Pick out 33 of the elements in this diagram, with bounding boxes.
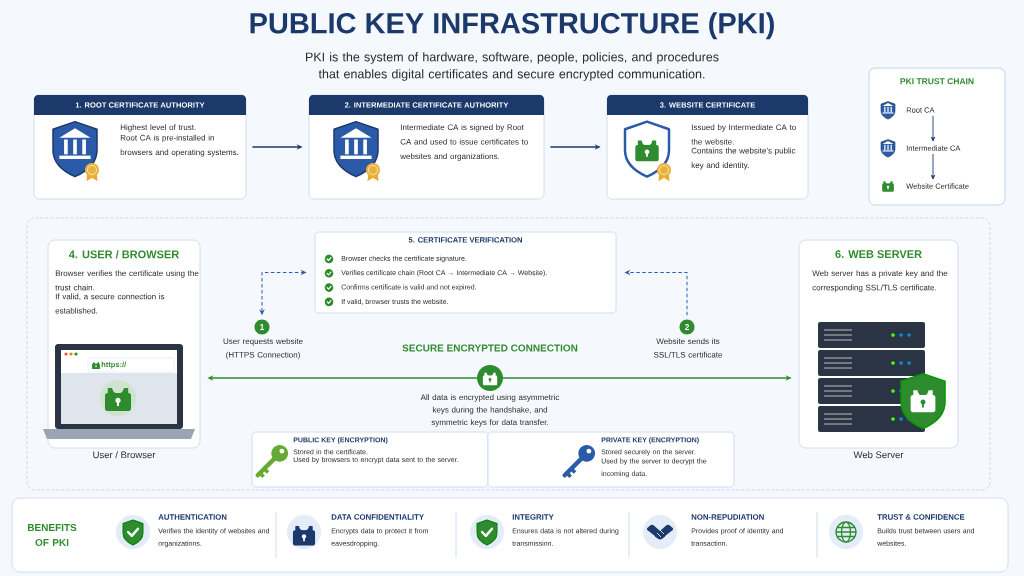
step-caption: User requests website (HTTPS Connection) <box>223 338 303 360</box>
card-text: Highest level of trust. <box>120 124 196 132</box>
title: PUBLIC KEY INFRASTRUCTURE (PKI) <box>250 12 774 40</box>
key-box <box>487 431 735 488</box>
device-caption: Web Server <box>853 451 904 459</box>
benefits-bar <box>11 497 1009 573</box>
bar-heading: BENEFITS OF PKI <box>27 523 77 547</box>
card-text: Intermediate CA is signed by Root CA and used to issue certificates to websites and organizations. <box>400 124 528 161</box>
trust-chain-panel <box>868 67 1006 206</box>
arrow <box>930 115 936 142</box>
verification-box <box>314 231 617 314</box>
card-text: Issued by Intermediate CA to the website. <box>691 124 796 145</box>
arrow <box>259 270 306 315</box>
edge-label: SECURE ENCRYPTED CONNECTION <box>400 342 580 354</box>
card-heading: 6. WEB SERVER <box>835 250 922 258</box>
note-text: All data is encrypted using asymmetric keys during the handshake, and symmetric keys for data transfer. <box>420 394 560 427</box>
card-text: Root CA is pre-installed in browsers and operating systems. <box>120 134 239 157</box>
certificate-card <box>33 94 247 200</box>
card-text: Web server has a private key and the corresponding SSL/TLS certificate. <box>812 270 948 292</box>
certificate-card <box>308 94 545 200</box>
panel-heading: PKI TRUST CHAIN <box>900 78 974 85</box>
card-text: Browser verifies the certificate using the trust chain. <box>55 270 199 291</box>
card-text: Contains the website’s public key and identity. <box>691 147 796 170</box>
card-heading: 4. USER / BROWSER <box>68 250 179 259</box>
arrow <box>625 270 688 316</box>
step-badge: 2 <box>679 319 695 335</box>
subtitle: PKI is the system of hardware, software, people, policies, and procedures that enables digital certificates and secure encrypted communication. <box>306 52 719 81</box>
step-badge: 1 <box>254 319 270 335</box>
key-box <box>251 431 489 488</box>
card-text: If valid, a secure connection is established. <box>55 293 165 314</box>
arrow <box>930 153 936 180</box>
step-caption: Website sends its SSL/TLS certificate <box>653 338 723 358</box>
device-caption: User / Browser <box>93 451 156 459</box>
